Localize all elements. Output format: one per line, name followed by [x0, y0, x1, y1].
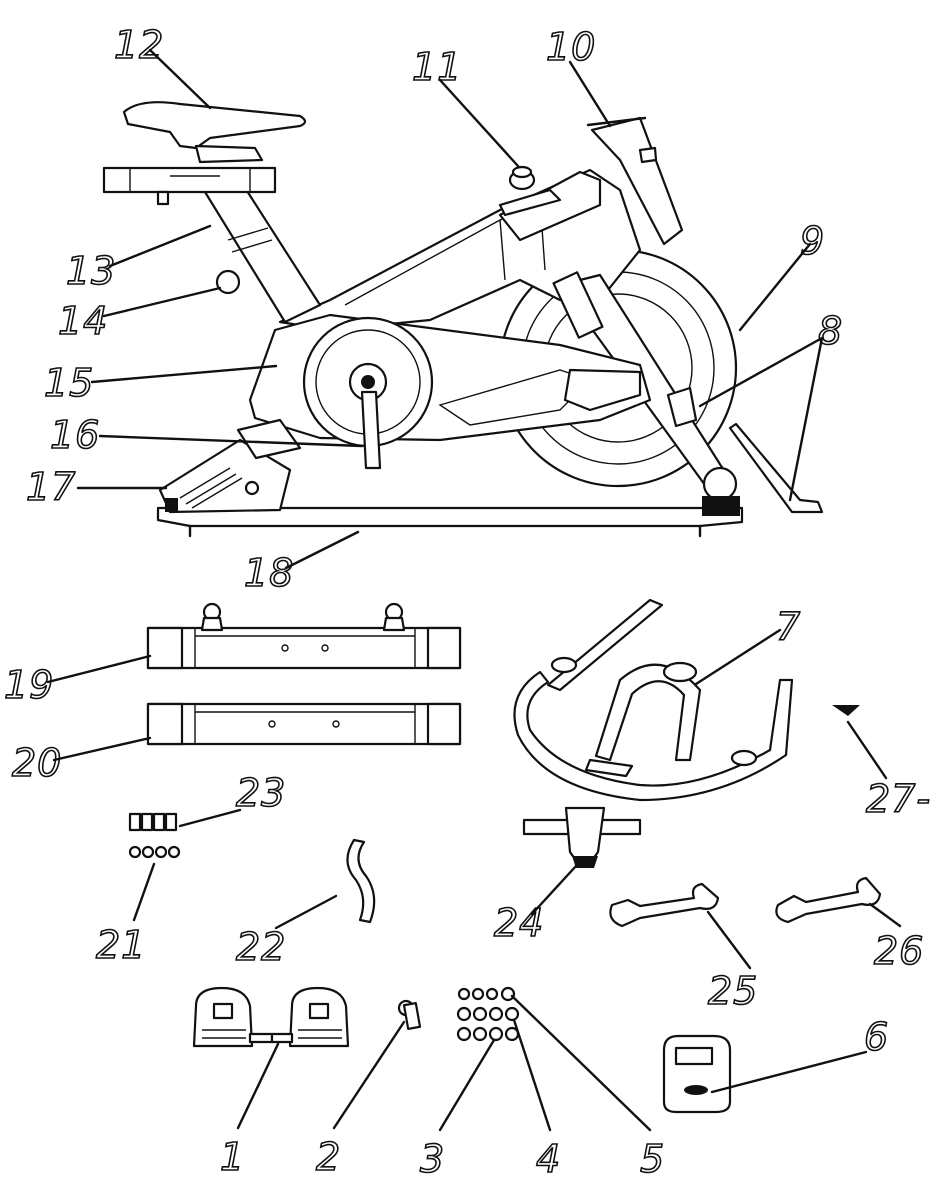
callout-24: 24 [494, 901, 544, 945]
callout-12: 12 [114, 23, 164, 67]
callout-13: 13 [66, 249, 116, 293]
callout-17: 17 [26, 465, 76, 509]
handlebar-7 [513, 598, 794, 802]
callout-4: 4 [536, 1137, 561, 1181]
nuts-washers-3-4-5 [456, 986, 520, 1042]
callout-2: 2 [316, 1135, 341, 1179]
seat-slider [102, 166, 277, 194]
callout-26: 26 [874, 929, 924, 973]
callout-labels: 12 11 10 9 8 13 14 15 16 17 18 19 7 20 2… [3, 22, 931, 1182]
bolts-23 [128, 812, 178, 832]
callout-9: 9 [800, 219, 825, 263]
washers-21 [128, 845, 181, 859]
callout-19: 19 [4, 663, 54, 707]
callout-5: 5 [640, 1137, 665, 1181]
callout-18: 18 [244, 551, 294, 595]
callout-23: 23 [236, 771, 286, 815]
seat-post [203, 178, 322, 324]
wing-nut-27 [832, 705, 860, 716]
allen-key [728, 422, 824, 514]
saddle [122, 101, 307, 150]
leader-lines [46, 48, 902, 1132]
callout-16: 16 [50, 413, 100, 457]
crank-arm [360, 390, 382, 470]
callout-15: 15 [44, 361, 94, 405]
rod-22 [346, 838, 376, 924]
callout-8: 8 [818, 309, 843, 353]
knob-11 [498, 165, 562, 217]
wrench-25 [609, 882, 720, 928]
callout-6: 6 [864, 1015, 889, 1059]
wrench-26 [775, 876, 882, 924]
console-6 [662, 1034, 732, 1114]
callout-20: 20 [12, 741, 62, 785]
callout-11: 11 [412, 45, 462, 89]
callout-10: 10 [546, 25, 596, 69]
pedals-1 [192, 986, 350, 1048]
callout-3: 3 [420, 1137, 445, 1181]
stabilizer-20 [146, 702, 462, 746]
bracket-24 [522, 806, 642, 868]
stabilizer-19 [146, 602, 462, 670]
assembled-spin-bike [102, 101, 824, 538]
pin-2 [397, 999, 422, 1030]
callout-14: 14 [58, 299, 108, 343]
callout-25: 25 [708, 969, 758, 1013]
callout-7: 7 [776, 605, 801, 649]
callout-1: 1 [220, 1135, 245, 1179]
callout-22: 22 [236, 925, 286, 969]
callout-27: 27- [866, 777, 931, 821]
callout-21: 21 [96, 923, 146, 967]
